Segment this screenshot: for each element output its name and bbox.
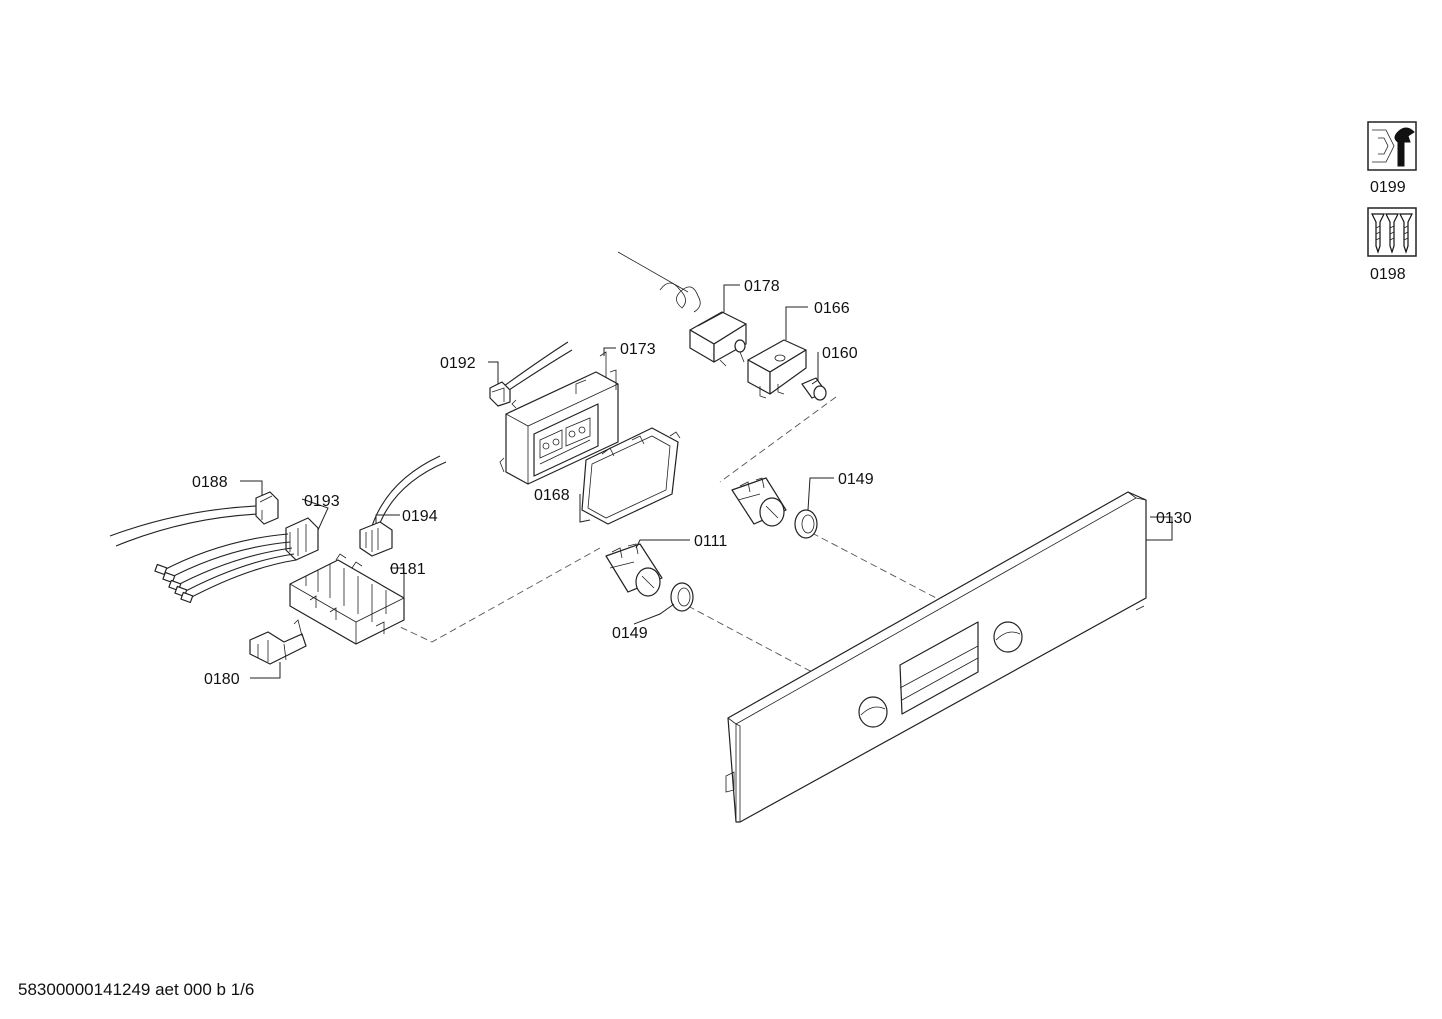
part-0160-lamp-holder[interactable] [801,377,827,401]
label-0192[interactable]: 0192 [440,355,476,372]
part-0130-control-panel[interactable] [725,491,1147,823]
part-0111-knob-upper[interactable] [731,477,787,527]
part-0149-ring-lower[interactable] [670,582,694,612]
part-0193-terminal-block[interactable] [154,517,319,604]
document-id-footer: 58300000141249 aet 000 b 1/6 [18,980,255,999]
part-0188-connector[interactable] [109,491,279,547]
accessory-0198[interactable]: 0198 [1367,207,1417,283]
label-0188[interactable]: 0188 [192,474,228,491]
part-labels: 0178 0166 0160 0192 0173 0188 0193 0194 … [192,278,1192,688]
label-0198[interactable]: 0198 [1370,266,1406,283]
leader-lines [240,284,1173,679]
part-0181-terminal-strip[interactable] [289,553,405,645]
label-0180[interactable]: 0180 [204,671,240,688]
accessory-0199[interactable]: 0199 [1367,121,1417,196]
label-0194[interactable]: 0194 [402,508,438,525]
part-0168-frame[interactable] [581,427,681,525]
label-0199[interactable]: 0199 [1370,179,1406,196]
label-0181[interactable]: 0181 [390,561,426,578]
label-0166[interactable]: 0166 [814,300,850,317]
label-0130[interactable]: 0130 [1156,510,1192,527]
label-0178[interactable]: 0178 [744,278,780,295]
label-0193[interactable]: 0193 [304,493,340,510]
part-0178-thermostat[interactable] [617,251,747,367]
label-0149-upper[interactable]: 0149 [838,471,874,488]
part-0192-connector[interactable] [489,341,573,407]
label-0111[interactable]: 0111 [694,533,727,550]
part-0194-connector[interactable] [359,455,447,557]
part-0111-knob-lower[interactable] [605,543,663,597]
part-0180-clip[interactable] [249,619,307,665]
part-0149-ring-upper[interactable] [794,509,818,539]
part-0166-bracket[interactable] [747,339,807,399]
label-0149-lower[interactable]: 0149 [612,625,648,642]
assembly-lines [397,396,941,673]
label-0173[interactable]: 0173 [620,341,656,358]
label-0168[interactable]: 0168 [534,487,570,504]
part-0173-control-module[interactable] [499,351,619,485]
label-0160[interactable]: 0160 [822,345,858,362]
